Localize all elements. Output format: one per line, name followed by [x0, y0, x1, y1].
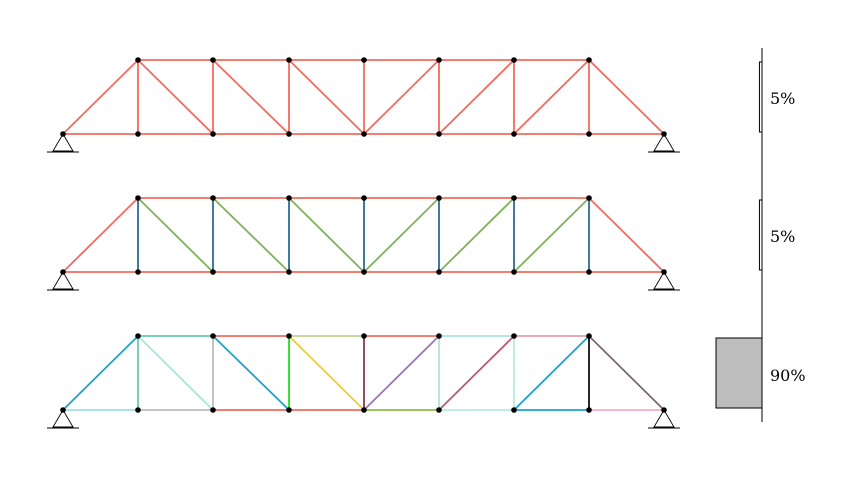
- diagonal-member: [513, 197, 590, 273]
- truss-node: [436, 195, 442, 201]
- truss-node: [511, 407, 517, 413]
- diagonal-member: [363, 59, 440, 135]
- diagonal-member: [363, 197, 440, 273]
- support-icon: [653, 409, 675, 428]
- diagonal-member: [212, 197, 290, 273]
- diagonal-member: [288, 197, 365, 273]
- truss-node: [436, 269, 442, 275]
- diagonal-member: [137, 335, 214, 411]
- diagonal-member: [212, 59, 290, 135]
- truss-node: [60, 407, 66, 413]
- probability-label-2: 5%: [770, 227, 795, 246]
- probability-panel: 5% 5% 90%: [715, 48, 806, 422]
- truss-node: [586, 269, 592, 275]
- truss-node: [286, 57, 292, 63]
- truss-node: [361, 131, 367, 137]
- probability-bar-2: [758, 199, 763, 271]
- probability-label-3: 90%: [770, 366, 806, 385]
- truss-node: [361, 269, 367, 275]
- truss-node: [586, 407, 592, 413]
- truss-node: [661, 131, 667, 137]
- truss-node: [511, 57, 517, 63]
- diagonal-member: [438, 59, 515, 135]
- end-diagonal-member: [62, 197, 139, 273]
- diagonal-member: [212, 335, 290, 411]
- truss-uniform: [47, 57, 680, 153]
- truss-node: [511, 333, 517, 339]
- truss-node: [135, 57, 141, 63]
- diagonal-member: [137, 59, 214, 135]
- end-diagonal-member: [62, 335, 139, 411]
- truss-node: [436, 333, 442, 339]
- truss-node: [60, 131, 66, 137]
- truss-node: [60, 269, 66, 275]
- support-icon: [52, 409, 74, 428]
- truss-node: [586, 333, 592, 339]
- support-icon: [653, 133, 675, 152]
- truss-node: [286, 407, 292, 413]
- truss-node: [286, 131, 292, 137]
- truss-node: [135, 333, 141, 339]
- diagonal-member: [137, 197, 214, 273]
- truss-node: [286, 333, 292, 339]
- diagonal-member: [513, 59, 590, 135]
- end-diagonal-member: [588, 59, 665, 135]
- truss-many-groups: [47, 333, 680, 429]
- diagonal-member: [288, 59, 365, 135]
- truss-node: [135, 131, 141, 137]
- truss-node: [210, 195, 216, 201]
- truss-node: [436, 131, 442, 137]
- end-diagonal-member: [588, 335, 665, 411]
- truss-node: [135, 269, 141, 275]
- truss-node: [286, 269, 292, 275]
- truss-node: [210, 333, 216, 339]
- truss-node: [361, 57, 367, 63]
- support-icon: [52, 271, 74, 290]
- truss-node: [586, 131, 592, 137]
- truss-node: [436, 407, 442, 413]
- end-diagonal-member: [588, 197, 665, 273]
- support-icon: [52, 133, 74, 152]
- diagonal-member: [288, 335, 365, 411]
- truss-node: [210, 407, 216, 413]
- truss-node: [135, 195, 141, 201]
- support-icon: [653, 271, 675, 290]
- truss-node: [135, 407, 141, 413]
- truss-node: [286, 195, 292, 201]
- truss-node: [661, 269, 667, 275]
- truss-node: [210, 57, 216, 63]
- truss-node: [661, 407, 667, 413]
- diagonal-member: [438, 197, 515, 273]
- truss-node: [511, 195, 517, 201]
- truss-node: [436, 57, 442, 63]
- diagonal-member: [363, 335, 440, 411]
- probability-bar-3: [715, 337, 763, 409]
- truss-node: [586, 195, 592, 201]
- truss-node: [361, 333, 367, 339]
- probability-bar-1: [758, 61, 763, 133]
- truss-node: [210, 131, 216, 137]
- truss-node: [361, 407, 367, 413]
- diagonal-member: [513, 335, 590, 411]
- truss-node: [586, 57, 592, 63]
- truss-node: [361, 195, 367, 201]
- diagonal-member: [438, 335, 515, 411]
- probability-label-1: 5%: [770, 89, 795, 108]
- truss-three-groups: [47, 195, 680, 291]
- truss-node: [511, 131, 517, 137]
- truss-node: [210, 269, 216, 275]
- end-diagonal-member: [62, 59, 139, 135]
- truss-node: [511, 269, 517, 275]
